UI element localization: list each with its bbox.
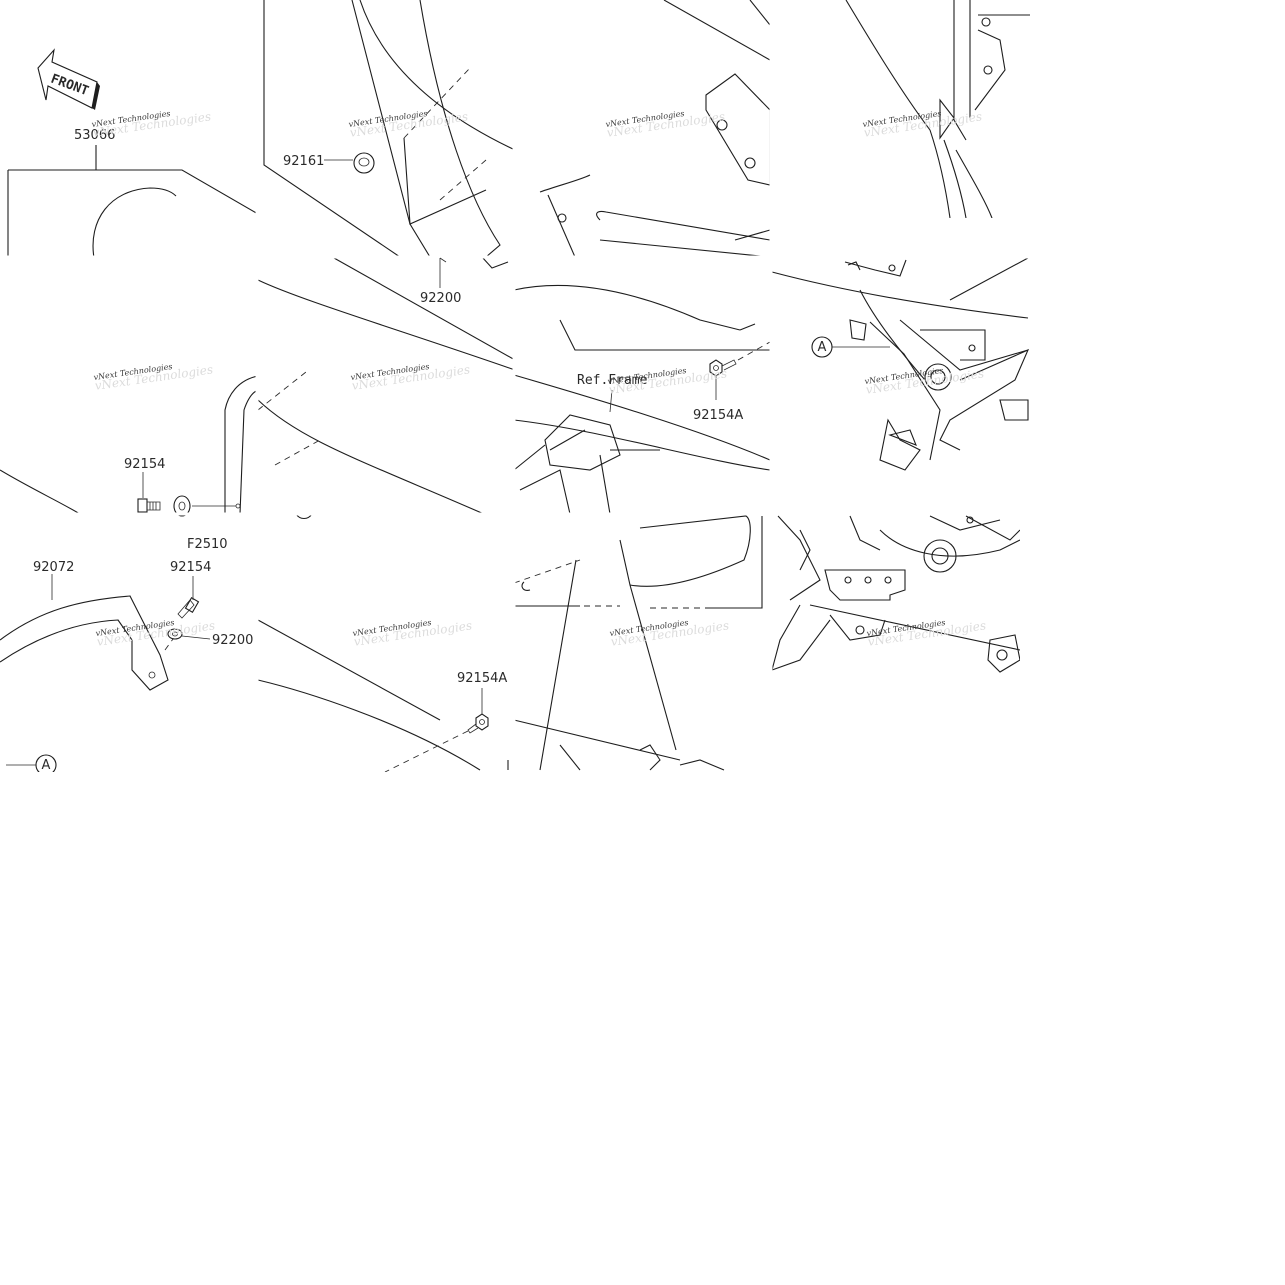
seat-outline [7,145,259,259]
seat-side-outline [263,0,516,269]
frame-rail-middle [513,284,771,515]
part-f2510: F2510 [187,537,228,552]
callout-A-upper: A [811,336,890,358]
strap-92072 [0,574,169,691]
frame-lower-section [771,515,1021,673]
frame-bracket-top [539,0,771,258]
callout-label-a2: A [42,758,51,773]
part-92154-upper: 92154 [124,457,165,472]
part-92200-lower: 92200 [212,633,253,648]
bolt-92154A-lower [384,688,489,773]
part-92154A-lower: 92154A [457,671,507,686]
seat-bottom [513,515,763,771]
part-53066: 53066 [74,128,115,143]
seat-lower-edge [257,619,509,771]
leader-lines [439,257,447,288]
part-92200-upper: 92200 [420,291,461,306]
bolt-92154A-upper [709,341,771,400]
grommet-92161 [324,152,375,174]
frame-pivot-section [771,257,1030,471]
washer-upper [173,495,241,517]
seat-base-side [257,257,516,520]
seat-curve [0,375,259,515]
ref-frame-label: Ref.Frame [577,373,648,388]
part-92154A-upper: 92154A [693,408,743,423]
part-92154-lower: 92154 [170,560,211,575]
part-92072: 92072 [33,560,74,575]
part-92161: 92161 [283,154,324,169]
washer-lower [167,628,211,640]
rear-frame-upper [845,0,1030,219]
callout-label-a: A [818,340,827,355]
front-arrow-icon: FRONT [37,48,100,110]
bolt-92154-lower [164,576,200,651]
bolt-92154-upper [137,472,161,513]
part-labels: 53066 92161 92200 92154 F2510 92072 9215… [33,128,743,686]
